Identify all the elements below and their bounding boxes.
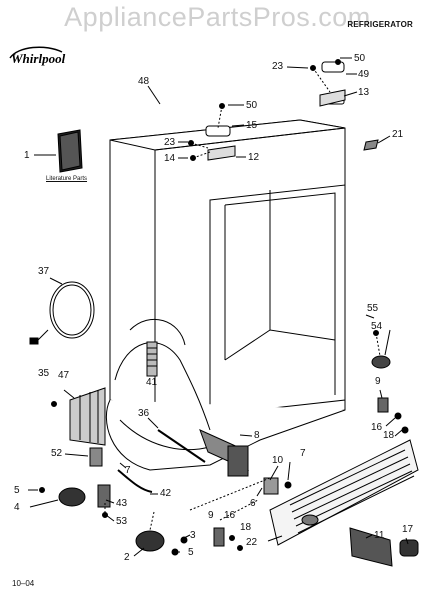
callout-52: 52: [51, 448, 63, 459]
callout-4: 4: [14, 502, 20, 513]
brand-name: Whirlpool: [11, 51, 66, 66]
callout-43: 43: [116, 498, 128, 509]
callout-12: 12: [248, 152, 260, 163]
callout-18: 18: [383, 430, 395, 441]
water-filter: [349, 527, 419, 567]
center-leveler: [213, 527, 243, 551]
water-valve: [199, 429, 249, 477]
compressor-cover: [69, 387, 106, 446]
callout-21: 21: [392, 129, 404, 140]
front-roller: [135, 530, 188, 556]
drain-tube: [146, 341, 158, 377]
callout-53: 53: [116, 516, 128, 527]
callout-35: 35: [38, 368, 50, 379]
watermark: AppliancePartsPros.com: [64, 2, 371, 32]
callout-16: 16: [224, 510, 236, 521]
callout-7: 7: [300, 448, 306, 459]
screw-5: [39, 487, 45, 493]
literature-booklet: [57, 129, 83, 173]
callout-11: 11: [374, 530, 385, 541]
callout-42: 42: [160, 488, 172, 499]
callout-22: 22: [246, 537, 258, 548]
callout-49: 49: [358, 69, 370, 80]
footer-code: 10–04: [12, 579, 35, 588]
callout-23: 23: [272, 61, 284, 72]
callout-3: 3: [190, 530, 196, 541]
callout-5: 5: [14, 485, 20, 496]
callout-17: 17: [402, 524, 414, 535]
power-cord: [29, 281, 95, 345]
top-hinge-parts: [188, 59, 379, 161]
callout-50: 50: [354, 53, 366, 64]
literature-parts-label: Literature Parts: [46, 176, 88, 182]
guide-lines: [104, 67, 381, 531]
base-grille: [269, 439, 419, 546]
callout-9: 9: [208, 510, 214, 521]
right-leveler: [377, 397, 409, 434]
callout-55: 55: [367, 303, 379, 314]
callout-5: 5: [188, 547, 194, 558]
screw-35: [51, 401, 57, 407]
left-bracket: [89, 447, 103, 467]
callout-16: 16: [371, 422, 383, 433]
callout-37: 37: [38, 266, 50, 277]
callout-41: 41: [146, 377, 158, 388]
left-leveler: [58, 484, 111, 518]
cabinet-shell: [109, 119, 346, 431]
cabinet-base: [105, 318, 346, 471]
tube-line: [157, 429, 206, 463]
diagram-header: REFRIGERATOR: [347, 20, 413, 29]
leader-lines: [28, 57, 409, 557]
callout-9: 9: [375, 376, 381, 387]
valve-bracket: [263, 477, 292, 495]
callout-54: 54: [371, 321, 383, 332]
callout-7: 7: [125, 465, 131, 476]
callout-14: 14: [164, 153, 176, 164]
callout-47: 47: [58, 370, 70, 381]
callout-13: 13: [358, 87, 370, 98]
callout-10: 10: [272, 455, 284, 466]
callout-36: 36: [138, 408, 150, 419]
callout-8: 8: [254, 430, 260, 441]
callout-23: 23: [164, 137, 176, 148]
callout-18: 18: [240, 522, 252, 533]
callout-48: 48: [138, 76, 150, 87]
callout-15: 15: [246, 120, 258, 131]
callout-6: 6: [250, 498, 256, 509]
callout-1: 1: [24, 150, 30, 161]
callout-50: 50: [246, 100, 258, 111]
brand-logo: [9, 46, 63, 59]
water-tube: [117, 469, 153, 493]
roller-part: [371, 330, 391, 369]
callout-2: 2: [124, 552, 130, 563]
